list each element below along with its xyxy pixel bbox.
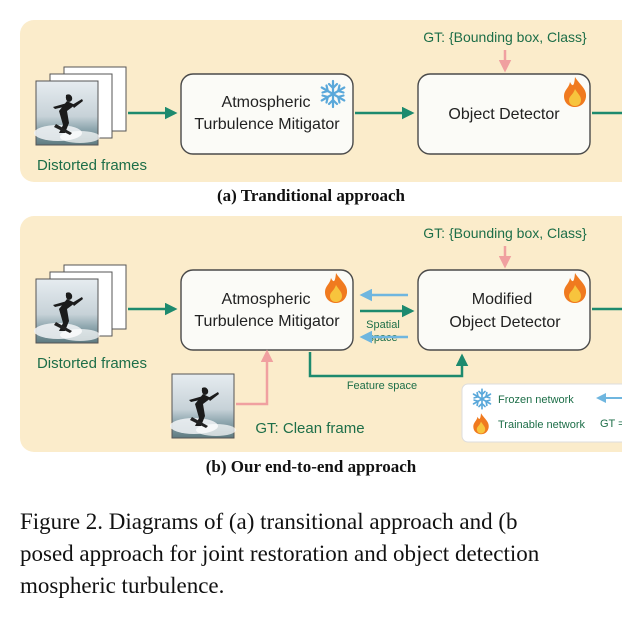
distorted-frames-a	[34, 67, 126, 145]
clean-frame-image	[169, 373, 237, 439]
feature-space-label: Feature space	[347, 380, 417, 392]
distorted-frames-b	[34, 265, 126, 343]
mitigator-box-b	[180, 269, 354, 351]
mitigator-label-1-a: Atmospheric	[222, 94, 311, 111]
detector-box-a	[417, 73, 591, 155]
figure-caption-line-2: posed approach for joint restoration and…	[20, 541, 540, 566]
gt-label-a: GT: {Bounding box, Class}	[423, 29, 587, 45]
detector-label-1-b: Modified	[472, 291, 532, 308]
input-label-b: Distorted frames	[37, 355, 147, 372]
legend-frozen: Frozen network	[498, 394, 574, 406]
legend-gt-partial: GT =	[600, 418, 622, 430]
caption-a: (a) Tranditional approach	[217, 186, 405, 205]
legend-box	[461, 383, 622, 443]
figure-caption-line-1: Figure 2. Diagrams of (a) transitional a…	[20, 509, 518, 534]
mitigator-label-2-b: Turbulence Mitigator	[194, 313, 340, 330]
feature-space-arrow	[308, 352, 469, 378]
clean-frame-label: GT: Clean frame	[255, 420, 364, 437]
gt-label-b: GT: {Bounding box, Class}	[423, 225, 587, 241]
caption-b: (b) Our end-to-end approach	[205, 457, 417, 476]
spatial-label-1: Spatial	[366, 319, 400, 331]
detector-box-b	[417, 269, 591, 351]
figure-caption: Figure 2. Diagrams of (a) transitional a…	[20, 506, 622, 602]
mitigator-box-a	[180, 73, 354, 155]
legend-trainable: Trainable network	[498, 419, 586, 431]
detector-label-a: Object Detector	[448, 106, 560, 123]
figure-caption-line-3: mospheric turbulence.	[20, 573, 225, 598]
mitigator-label-1-b: Atmospheric	[222, 291, 311, 308]
input-label-a: Distorted frames	[37, 157, 147, 174]
mitigator-label-2-a: Turbulence Mitigator	[194, 116, 340, 133]
detector-label-2-b: Object Detector	[449, 314, 561, 331]
clean-frame-arrow	[236, 349, 274, 406]
